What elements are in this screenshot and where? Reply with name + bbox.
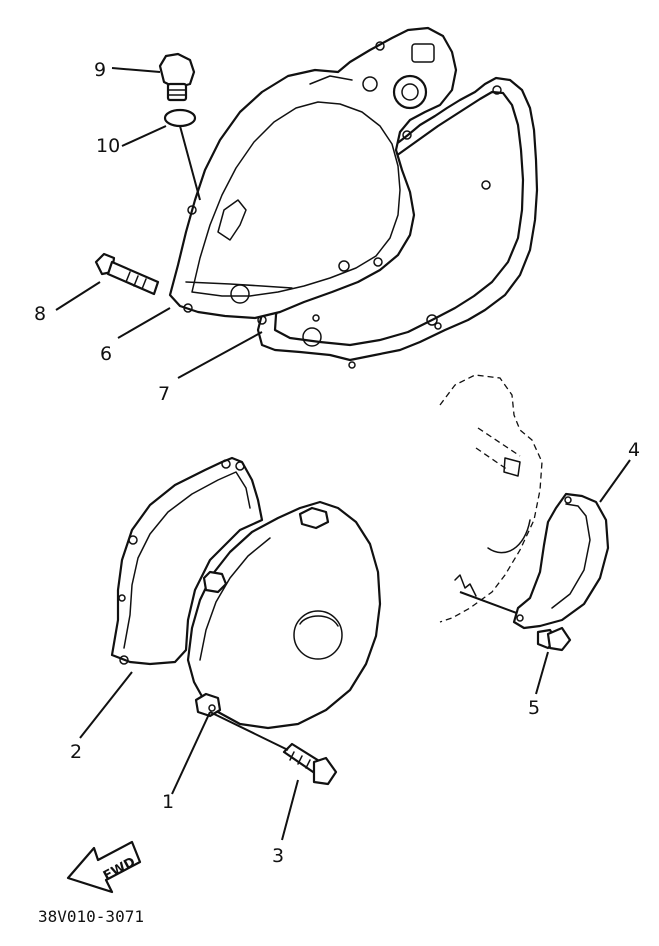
generator-cover: [186, 500, 382, 730]
crankcase-cover: [168, 26, 458, 322]
oil-filler-plug: [158, 52, 196, 102]
forward-direction-arrow: FWD: [66, 840, 142, 894]
callout-8: 8: [34, 303, 46, 325]
callout-4: 4: [628, 439, 640, 461]
diagram-code: 38V010-3071: [38, 907, 144, 926]
leader-lines: [55, 67, 631, 841]
callout-10: 10: [96, 135, 120, 157]
o-ring: [163, 108, 197, 128]
callout-5: 5: [528, 697, 540, 719]
callout-2: 2: [70, 741, 82, 763]
generator-cover-bolt: [282, 742, 338, 786]
cover-plate: [512, 492, 610, 630]
cover-bolt: [94, 252, 160, 296]
callout-9: 9: [94, 59, 106, 81]
engine-outline: [439, 374, 543, 623]
callout-6: 6: [100, 343, 112, 365]
callout-numbers: 9 10 8 6 7 4 2 1 5 3: [34, 59, 640, 867]
cover-plate-screw: [536, 626, 572, 652]
callout-7: 7: [158, 383, 170, 405]
callout-1: 1: [162, 791, 174, 813]
callout-3: 3: [272, 845, 284, 867]
generator-cover-gasket: [110, 456, 264, 666]
